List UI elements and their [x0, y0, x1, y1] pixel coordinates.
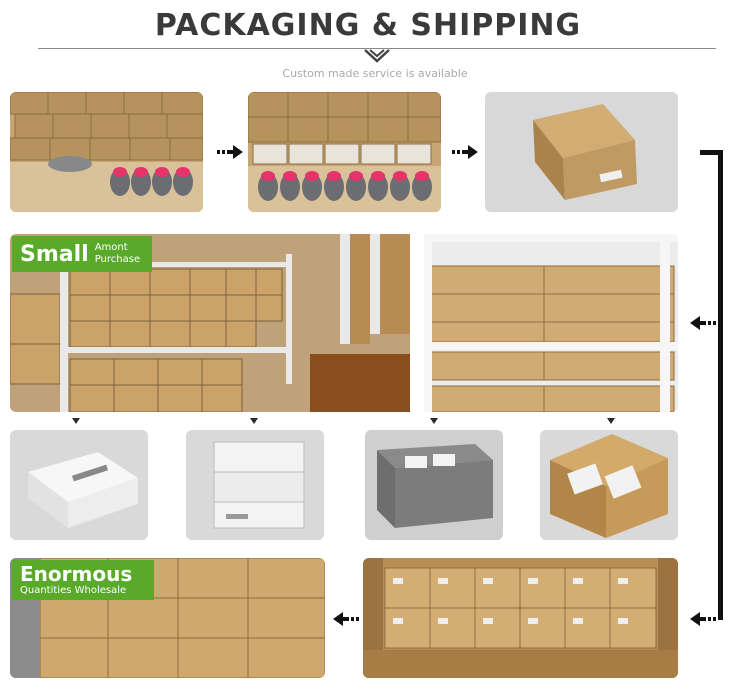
chevron-down-icon — [364, 49, 390, 63]
title-divider — [38, 48, 716, 49]
open-carton-shoeboxes-photo — [363, 558, 678, 678]
page-subtitle: Custom made service is available — [282, 67, 468, 80]
arrow-down-icon — [430, 418, 438, 424]
arrow-left-icon — [690, 612, 716, 626]
flow-connector — [700, 150, 722, 155]
page-title: PACKAGING & SHIPPING — [154, 8, 582, 43]
arrow-left-icon — [333, 612, 359, 626]
badge-sub-label: Amont — [94, 242, 128, 253]
sealed-carton-photo — [540, 430, 678, 540]
arrow-left-icon — [690, 316, 716, 330]
arrow-down-icon — [72, 418, 80, 424]
grey-bagged-box-photo — [365, 430, 503, 540]
arrow-right-icon — [217, 145, 243, 159]
badge-sub-label: Purchase — [94, 254, 141, 265]
badge-main-label: Enormous — [20, 562, 133, 586]
shelf-boxes-photo — [424, 234, 678, 412]
arrow-right-icon — [452, 145, 478, 159]
warehouse-shelves-photo — [10, 234, 410, 412]
single-shoebox-photo — [485, 92, 678, 212]
arrow-down-icon — [250, 418, 258, 424]
badge-sub-label: Quantities Wholesale — [20, 585, 127, 596]
shoes-boxes-photo-2 — [248, 92, 441, 212]
white-wrapped-box-photo — [10, 430, 148, 540]
stacked-wrapped-boxes-photo — [186, 430, 324, 540]
arrow-down-icon — [607, 418, 615, 424]
small-amount-badge: Small Amont Purchase — [12, 236, 152, 272]
enormous-quantities-badge: Enormous Quantities Wholesale — [12, 560, 154, 600]
badge-main-label: Small — [20, 241, 89, 267]
shoes-boxes-photo-1 — [10, 92, 203, 212]
flow-connector — [718, 150, 723, 620]
